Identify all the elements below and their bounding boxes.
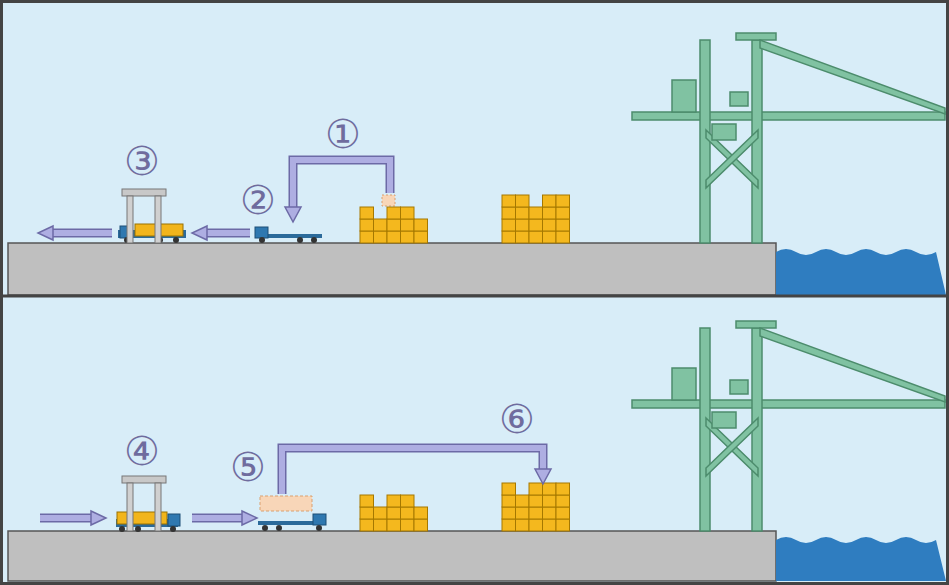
container <box>516 195 530 207</box>
container <box>387 495 401 507</box>
callout-number: ④ <box>124 431 160 471</box>
container <box>401 231 415 243</box>
container <box>529 483 543 495</box>
quay-ground <box>8 243 776 295</box>
container <box>556 195 570 207</box>
container <box>387 519 401 531</box>
container <box>543 195 557 207</box>
container <box>401 495 415 507</box>
container <box>502 483 516 495</box>
container-stacks <box>360 195 570 531</box>
container <box>502 219 516 231</box>
container <box>374 519 388 531</box>
container <box>516 507 530 519</box>
container <box>414 219 428 231</box>
container <box>556 207 570 219</box>
container <box>360 207 374 219</box>
flow-arrows <box>38 160 551 525</box>
container <box>502 231 516 243</box>
container <box>374 219 388 231</box>
container <box>401 507 415 519</box>
container <box>414 519 428 531</box>
container <box>360 519 374 531</box>
container <box>529 519 543 531</box>
sea-water <box>776 537 946 581</box>
container <box>543 507 557 519</box>
gantry-crane <box>632 33 945 243</box>
container <box>543 483 557 495</box>
container <box>516 231 530 243</box>
container <box>387 219 401 231</box>
container <box>502 519 516 531</box>
quay-ground <box>8 531 776 581</box>
container <box>529 207 543 219</box>
container <box>374 507 388 519</box>
container <box>543 495 557 507</box>
container <box>502 495 516 507</box>
container <box>516 519 530 531</box>
container <box>543 207 557 219</box>
container <box>516 495 530 507</box>
container <box>502 507 516 519</box>
callout-number: ⑤ <box>230 447 266 487</box>
container <box>414 507 428 519</box>
container <box>556 507 570 519</box>
container <box>529 219 543 231</box>
container <box>516 207 530 219</box>
container <box>556 483 570 495</box>
container <box>502 195 516 207</box>
container <box>529 231 543 243</box>
container <box>414 231 428 243</box>
chassis-truck <box>255 227 322 243</box>
container <box>360 495 374 507</box>
sea-water <box>776 249 946 295</box>
container <box>529 495 543 507</box>
container <box>360 219 374 231</box>
container <box>543 231 557 243</box>
container <box>387 231 401 243</box>
container <box>401 207 415 219</box>
container <box>387 207 401 219</box>
container <box>516 219 530 231</box>
container <box>360 231 374 243</box>
callout-number: ② <box>240 180 276 220</box>
container <box>556 219 570 231</box>
container <box>543 219 557 231</box>
container <box>556 519 570 531</box>
transfer-crane <box>116 476 180 532</box>
panel-divider <box>0 295 949 298</box>
container <box>556 495 570 507</box>
lifted-container <box>260 496 312 511</box>
container <box>387 507 401 519</box>
callout-number: ③ <box>124 141 160 181</box>
container <box>502 207 516 219</box>
callout-number: ⑥ <box>499 399 535 439</box>
chassis-truck <box>258 514 326 531</box>
callout-number: ① <box>325 114 361 154</box>
container <box>401 519 415 531</box>
container <box>374 231 388 243</box>
lifted-container <box>382 195 395 206</box>
container <box>360 507 374 519</box>
container <box>543 519 557 531</box>
container <box>529 507 543 519</box>
container <box>401 219 415 231</box>
transfer-crane <box>118 189 186 243</box>
container <box>556 231 570 243</box>
